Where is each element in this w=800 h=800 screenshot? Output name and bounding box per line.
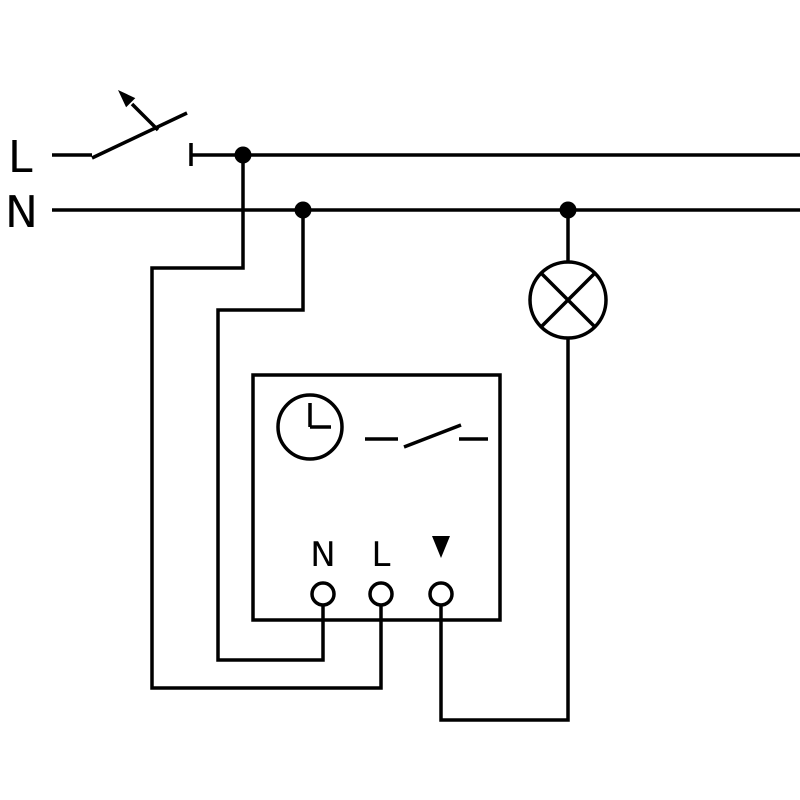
terminal-output [428,581,454,607]
terminal-l [368,581,394,607]
switch-actuator-arrow-shaft [130,102,160,132]
timer-device-box [251,373,502,622]
clock-icon [276,393,344,461]
terminal-label-l: L [372,535,391,575]
neutral-line-label: N [5,187,38,238]
lamp-circle [528,260,608,340]
lamp-cross-line-2 [539,271,597,329]
clock-face [276,393,344,461]
lamp-icon [528,260,608,340]
terminal-n [310,581,336,607]
switch-actuator-arrow-icon [118,90,136,108]
switch-contact-icon [91,111,188,160]
wire-live-to-terminal-l [150,155,383,690]
wire-neutral-to-terminal-n [216,210,325,662]
wire-output-to-lamp [439,338,570,722]
terminal-label-n: N [310,535,335,575]
timer-contact-blade [403,423,462,449]
output-triangle-icon [432,536,450,558]
timer-contact-icon [365,423,488,449]
live-line-label: L [8,132,33,183]
